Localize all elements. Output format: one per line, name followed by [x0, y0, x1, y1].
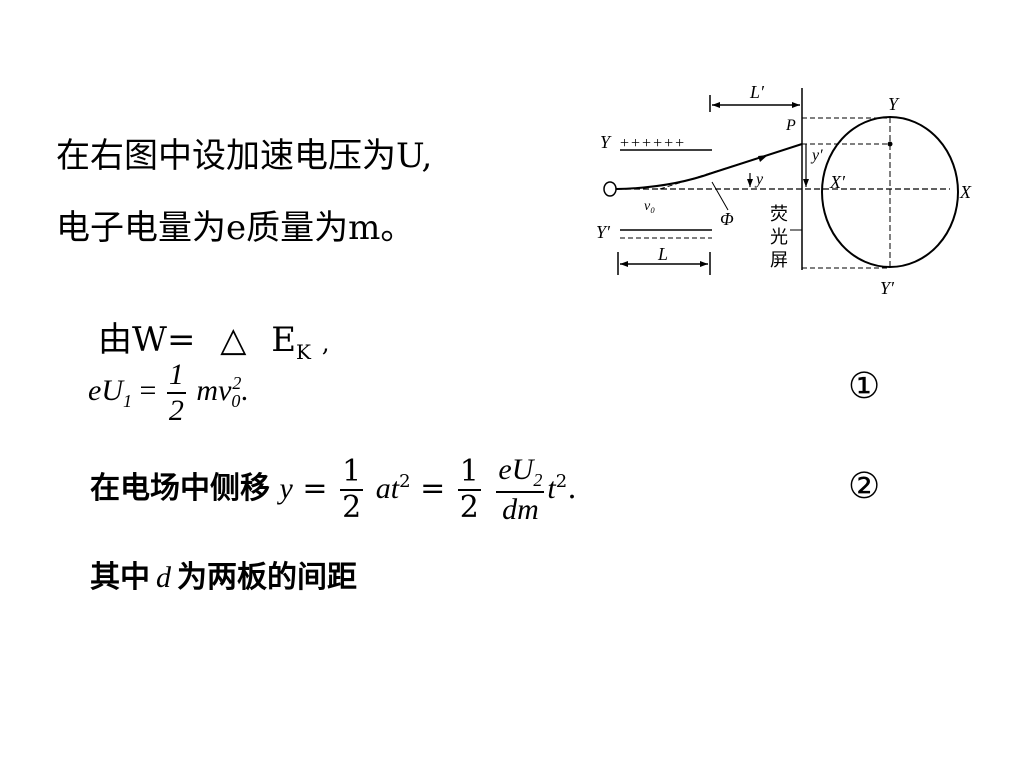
label-P: P — [785, 117, 796, 134]
equation-1-number: ① — [848, 366, 881, 407]
oscilloscope-deflection-diagram: L′ Y P Y ++++++ Φ y y′ v₀ Y′ L 荧 光 屏 X′ … — [596, 82, 972, 298]
label-X: X — [959, 182, 972, 202]
label-Y-plate: Y — [600, 132, 612, 152]
label-Y-bottom: Y′ — [880, 278, 895, 298]
label-v0: v₀ — [644, 199, 655, 214]
label-y-prime: y′ — [810, 147, 823, 164]
intro-line-1: 在右图中设加速电压为U, — [56, 136, 433, 176]
label-screen-char-1: 荧 — [770, 204, 788, 224]
energy-theorem: 由W= △ EK , — [98, 312, 329, 364]
label-L: L — [657, 244, 668, 264]
eq2-prefix: 在电场中侧移 — [90, 471, 270, 506]
label-screen-char-3: 屏 — [770, 250, 788, 270]
label-L-prime: L′ — [749, 82, 765, 102]
label-y-small: y — [754, 171, 764, 188]
label-screen-char-2: 光 — [770, 227, 788, 247]
label-Y-prime-plate: Y′ — [596, 222, 611, 242]
intro-line-2: 电子电量为e质量为m。 — [56, 208, 415, 248]
equation-2-number: ② — [848, 466, 881, 507]
energy-tail: , — [321, 329, 330, 357]
ek-symbol: EK — [271, 320, 311, 364]
plate-plus-marks: ++++++ — [620, 135, 686, 152]
label-Y-top: Y — [888, 94, 900, 114]
energy-prefix: 由W= — [98, 320, 196, 360]
label-phi: Φ — [720, 209, 734, 229]
delta-symbol: △ — [220, 320, 247, 360]
label-X-prime: X′ — [829, 172, 846, 192]
